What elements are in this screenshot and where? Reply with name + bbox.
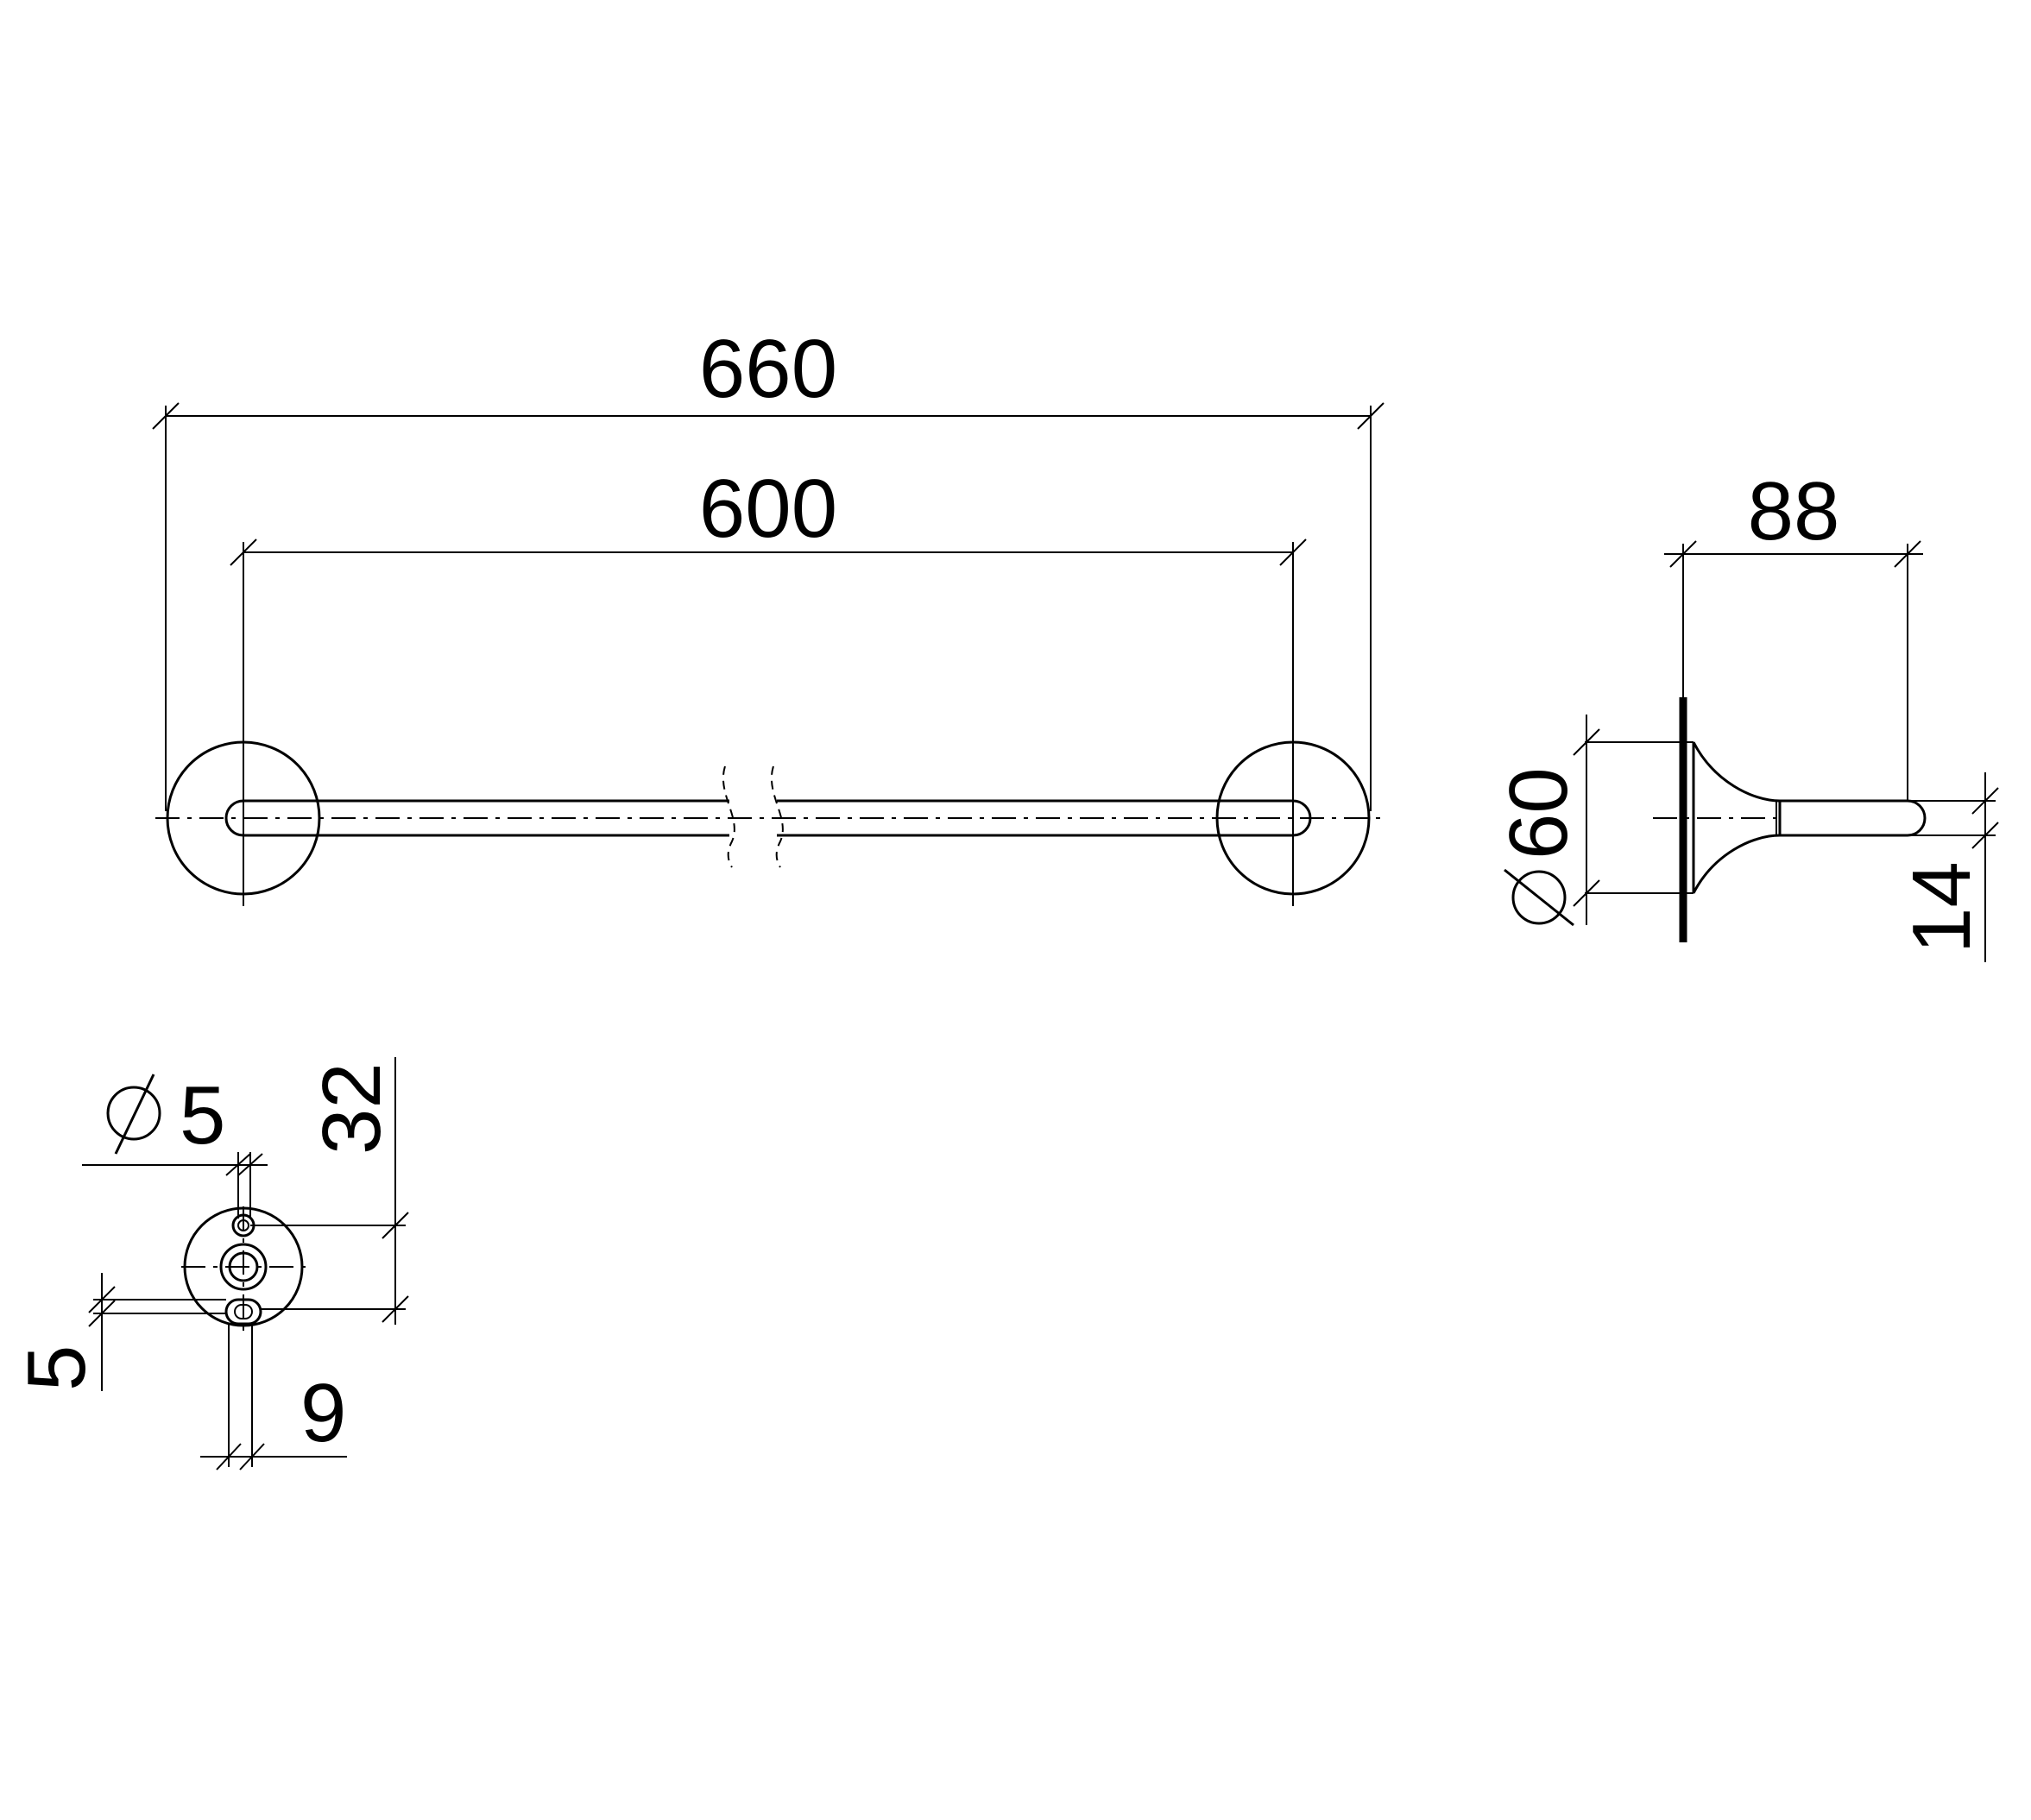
- overall-length-label: 660: [699, 323, 837, 415]
- dimension-hole-diameter: 5: [82, 1069, 268, 1219]
- slot-length-label: 9: [300, 1367, 346, 1459]
- hole-spacing-label: 32: [306, 1062, 398, 1155]
- center-boss-outer: [219, 1243, 268, 1291]
- towel-bar: [224, 765, 1312, 868]
- dimension-projection: 88: [1664, 465, 1923, 801]
- rosette-body: [1692, 741, 1927, 894]
- diameter-icon: [106, 1074, 161, 1155]
- center-distance-label: 600: [699, 463, 837, 555]
- hole-diameter-label: 5: [180, 1069, 225, 1162]
- diameter-icon: [1504, 868, 1574, 927]
- dimension-slot-width: 5: [10, 1273, 226, 1391]
- projection-label: 88: [1748, 465, 1840, 557]
- front-view: 660 600: [152, 323, 1384, 906]
- dimension-overall-length: 660: [152, 323, 1384, 811]
- bar-diameter-label: 14: [1895, 861, 1988, 954]
- dimension-slot-length: 9: [200, 1324, 347, 1470]
- dimension-rosette-diameter: 60: [1492, 715, 1694, 927]
- rosette-diameter-label: 60: [1492, 767, 1585, 860]
- rosette-detail: 5 32 5 9: [10, 1057, 409, 1470]
- dimension-bar-diameter: 14: [1895, 772, 1999, 962]
- dimension-hole-spacing: 32: [250, 1057, 409, 1325]
- dimension-center-distance: 600: [230, 463, 1307, 906]
- side-view: 88 60 14: [1492, 465, 1999, 962]
- slot-width-label: 5: [10, 1345, 103, 1391]
